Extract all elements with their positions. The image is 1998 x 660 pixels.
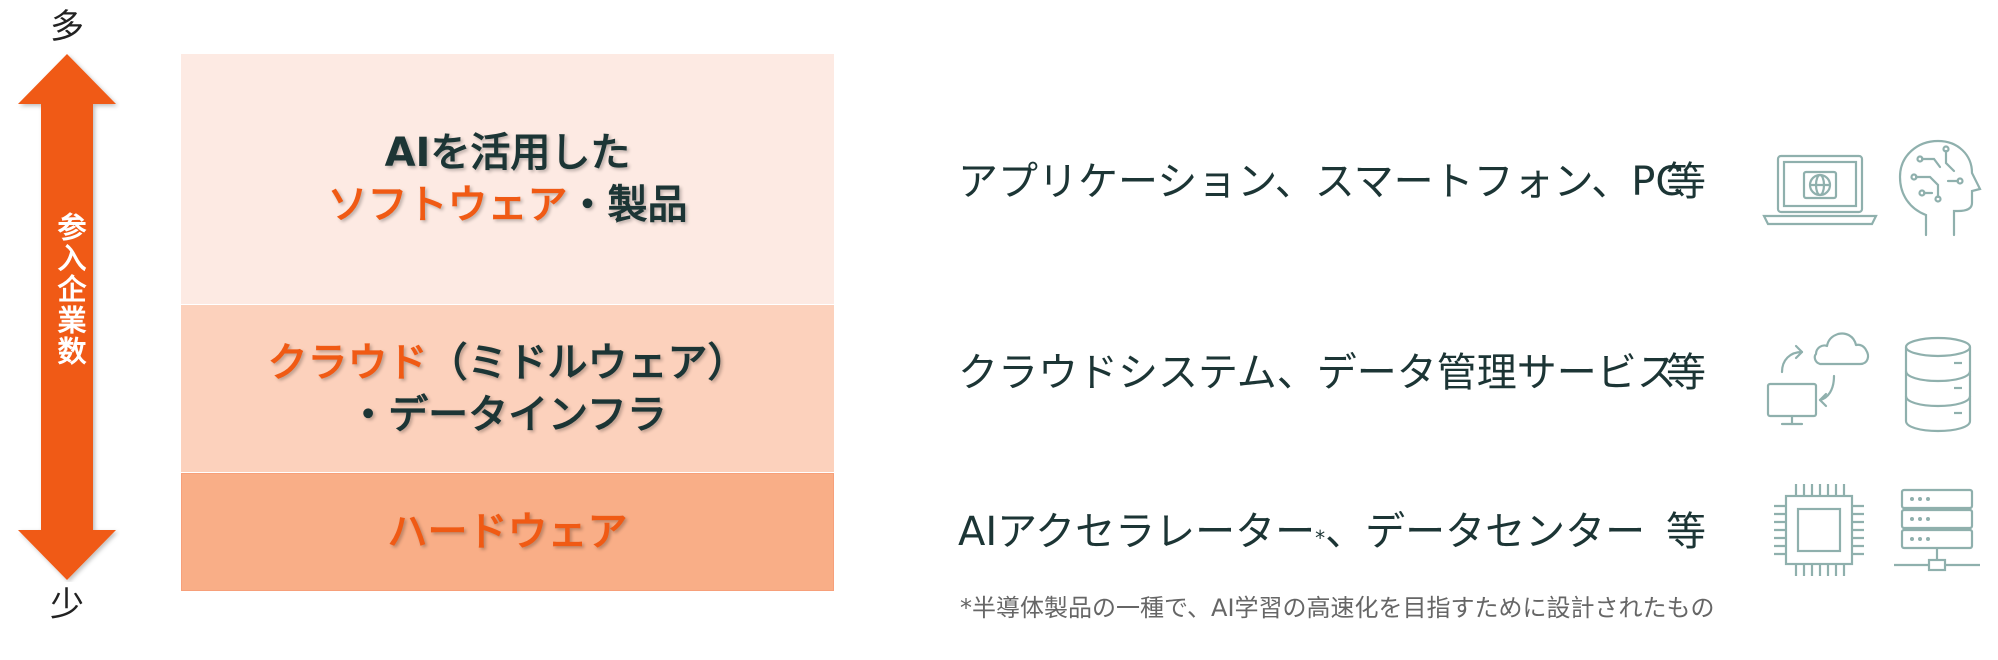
database-icon [1904,336,1972,433]
arrow-label: 参入企業数 [53,212,87,367]
layer-title-text: （ミドルウェア） [427,339,748,386]
description-suffix: 等 [1666,350,1706,396]
chip-icon [1774,484,1864,576]
footnote: *半導体製品の一種で、AI学習の高速化を目指すために設計されたもの [960,594,1715,622]
vertical-double-arrow-icon [18,54,116,580]
laptop-globe-icon [1762,154,1878,226]
layer-cloud: クラウド（ミドルウェア） ・データインフラ [181,305,834,472]
axis-bottom-label: 少 [50,585,84,625]
description-software: アプリケーション、スマートフォン、PC [958,159,1684,205]
layer-title-line: ソフトウェア・製品 [328,179,688,231]
layer-title-line: ・データインフラ [268,389,748,441]
description-suffix: 等 [1666,509,1706,555]
description-cloud: クラウドシステム、データ管理サービス [958,350,1677,396]
cloud-sync-icon [1766,332,1870,426]
layer-title-line: AIを活用した [328,127,688,179]
layer-title-line: クラウド（ミドルウェア） [268,337,748,389]
layer-title-highlight: クラウド [267,339,428,386]
description-text: 、データセンター [1325,509,1646,555]
server-rack-icon [1894,488,1980,572]
layer-title-text: AIを活用した [384,130,631,176]
layer-hardware: ハードウェア [181,473,834,591]
layer-title-highlight: ハードウェア [387,509,628,555]
layer-software: AIを活用した ソフトウェア・製品 [181,54,834,304]
layer-title-text: ・製品 [567,182,688,228]
description-hardware: AIアクセラレーター*、データセンター [958,512,1645,552]
footnote-mark: * [1315,526,1326,550]
ai-brain-icon [1898,139,1982,237]
description-text: AIアクセラレーター [958,509,1316,555]
description-suffix: 等 [1666,159,1706,205]
axis-top-label: 多 [50,7,84,47]
layer-title-line: ハードウェア [388,506,628,558]
layer-title-text: ・データインフラ [348,391,667,438]
layer-title-highlight: ソフトウェア [327,182,568,228]
